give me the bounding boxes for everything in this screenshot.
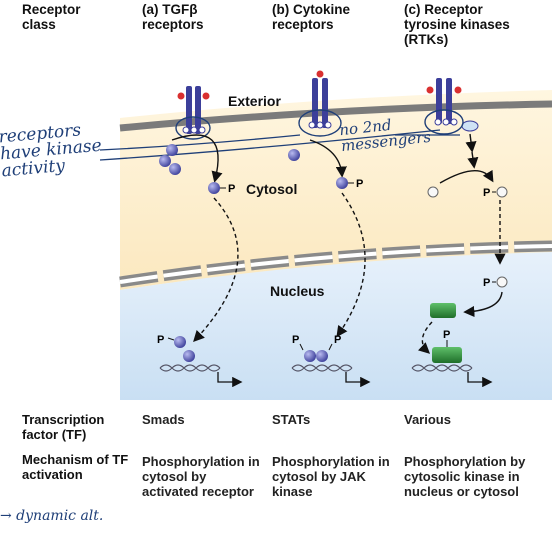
dna-a — [159, 364, 221, 372]
annotation-circle-a — [175, 116, 211, 140]
tf-cell-b: STATs — [272, 412, 311, 427]
tf-green-inactive — [430, 303, 456, 318]
receptor-class-heading: Receptor class — [22, 2, 81, 32]
handwritten-receptors-kinase: receptors have kinase activity — [0, 120, 103, 182]
handwritten-bottom-note: → dynamic alt. — [0, 508, 104, 524]
cytosol-region — [120, 90, 552, 290]
tf-row-label: Transcription factor (TF) — [22, 412, 105, 442]
mechanism-row-label: Mechanism of TF activation — [22, 452, 129, 482]
rtk-receptor — [426, 78, 479, 132]
dna-c — [411, 364, 473, 372]
nucleus-label: Nucleus — [270, 283, 325, 299]
tf-green-active — [432, 347, 462, 363]
column-c-heading: (c) Receptor tyrosine kinases (RTKs) — [404, 2, 510, 47]
dna-b — [291, 364, 353, 372]
phospho-c2: P — [483, 277, 490, 289]
mechanism-cell-b: Phosphorylation in cytosol by JAK kinase — [272, 454, 390, 499]
mechanism-cell-c: Phosphorylation by cytosolic kinase in n… — [404, 454, 526, 499]
phospho-b3: P — [334, 334, 341, 346]
exterior-label: Exterior — [228, 93, 281, 109]
column-a-heading: (a) TGFβ receptors — [142, 2, 204, 32]
column-b-heading: (b) Cytokine receptors — [272, 2, 351, 32]
cytokine-receptor — [308, 70, 332, 129]
tf-cell-a: Smads — [142, 412, 185, 427]
annotation-circle-b — [298, 109, 342, 137]
phospho-c1: P — [483, 187, 490, 199]
tf-cell-c: Various — [404, 412, 451, 427]
phospho-b1: P — [356, 178, 363, 190]
mechanism-cell-a: Phosphorylation in cytosol by activated … — [142, 454, 260, 499]
phospho-a1: P — [228, 183, 235, 195]
phospho-c3: P — [443, 329, 450, 341]
cytosol-label: Cytosol — [246, 181, 297, 197]
phospho-b2: P — [292, 334, 299, 346]
phospho-a2: P — [157, 334, 164, 346]
annotation-circle-c — [424, 109, 464, 135]
tgfb-receptor — [177, 86, 210, 134]
